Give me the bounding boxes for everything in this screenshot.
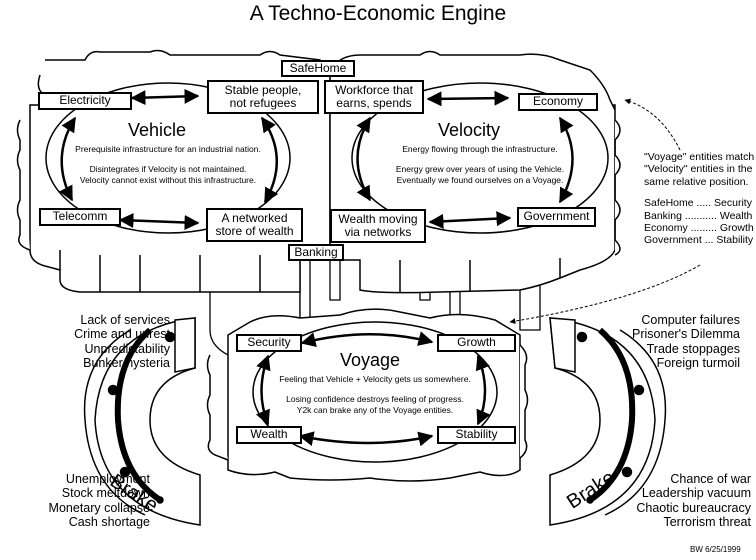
velocity-arrows	[356, 90, 574, 229]
left-top-item: Lack of services	[80, 313, 170, 327]
left-top-item: Unpredictability	[84, 341, 170, 356]
wealth-moving-line2: via networks	[344, 225, 412, 239]
voyage-line3: Y2k can brake any of the Voyage entities…	[296, 405, 454, 415]
government-label: Government	[523, 209, 590, 224]
note-map-economy: Economy ......... Growth	[644, 221, 754, 234]
left-bottom-item: Unemployment	[65, 472, 150, 486]
voyage-note: "Voyage" entities match "Velocity" entit…	[644, 151, 754, 247]
wealth-box: Wealth	[236, 426, 302, 444]
vehicle-line3: Velocity cannot exist without this infra…	[79, 175, 257, 185]
velocity-heading: Velocity	[438, 120, 501, 140]
vehicle-line1: Prerequisite infrastructure for an indus…	[75, 144, 261, 154]
velocity-line2: Energy grew over years of using the Vehi…	[395, 164, 565, 174]
signature: BW 6/25/1999	[690, 545, 741, 554]
left-bottom-item: Stock meltdown	[61, 486, 150, 501]
security-label: Security	[247, 335, 291, 350]
right-bottom-item: Chance of war	[670, 472, 751, 486]
right-top-list: Computer failures Prisoner's Dilemma Tra…	[590, 313, 740, 371]
electricity-box: Electricity	[38, 92, 132, 110]
stability-box: Stability	[437, 426, 516, 444]
wealth-moving-box: Wealth moving via networks	[330, 209, 426, 243]
stable-people-line2: not refugees	[229, 96, 297, 110]
security-box: Security	[236, 334, 302, 352]
note-line3: same relative position.	[644, 175, 749, 188]
left-top-item: Bunker hysteria	[83, 356, 170, 371]
left-bottom-item: Monetary collapse	[48, 500, 150, 515]
velocity-line1: Energy flowing through the infrastructur…	[402, 144, 558, 154]
note-map-banking: Banking ........... Wealth	[644, 209, 753, 222]
left-bottom-item: Cash shortage	[68, 515, 150, 530]
right-top-item: Prisoner's Dilemma	[632, 327, 740, 342]
right-bottom-item: Chaotic bureaucracy	[636, 500, 751, 515]
note-map-government: Government ... Stability	[644, 234, 754, 247]
left-top-item: Crime and unrest	[74, 327, 170, 342]
right-top-item: Computer failures	[641, 313, 740, 327]
right-brake	[549, 317, 667, 526]
electricity-label: Electricity	[59, 93, 111, 108]
velocity-line3: Eventually we found ourselves on a Voyag…	[396, 175, 564, 185]
economy-box: Economy	[518, 93, 598, 111]
vehicle-arrows	[59, 88, 279, 230]
voyage-line2: Losing confidence destroys feeling of pr…	[286, 394, 464, 404]
note-line1: "Voyage" entities match	[644, 151, 755, 163]
right-top-item: Foreign turmoil	[656, 356, 740, 371]
note-line2: "Velocity" entities in the	[644, 163, 753, 176]
page-title: A Techno-Economic Engine	[249, 2, 507, 25]
workforce-line2: earns, spends	[336, 96, 412, 110]
networked-store-box: A networked store of wealth	[206, 208, 303, 242]
workforce-box: Workforce that earns, spends	[324, 80, 424, 114]
telecomm-box: Telecomm	[39, 208, 121, 226]
wealth-moving-line1: Wealth moving	[338, 211, 418, 226]
banking-box: Banking	[288, 244, 344, 261]
right-top-item: Trade stoppages	[646, 341, 740, 356]
voyage-heading: Voyage	[340, 350, 401, 370]
left-bottom-list: Unemployment Stock meltdown Monetary col…	[0, 472, 150, 530]
voyage-line1: Feeling that Vehicle + Velocity gets us …	[279, 374, 471, 384]
growth-label: Growth	[457, 335, 496, 350]
left-top-list: Lack of services Crime and unrest Unpred…	[20, 313, 170, 371]
voyage-arrows	[255, 331, 491, 447]
safehome-label: SafeHome	[289, 60, 347, 75]
vehicle-line2: Disintegrates if Velocity is not maintai…	[89, 164, 247, 174]
vehicle-heading: Vehicle	[128, 120, 187, 140]
government-box: Government	[517, 207, 596, 227]
banking-label: Banking	[294, 244, 338, 259]
workforce-line1: Workforce that	[335, 82, 413, 97]
telecomm-label: Telecomm	[52, 209, 108, 224]
stability-label: Stability	[455, 427, 498, 442]
left-brake	[83, 317, 201, 526]
wealth-label: Wealth	[250, 427, 288, 442]
right-bottom-item: Terrorism threat	[663, 515, 751, 530]
economy-label: Economy	[532, 94, 584, 109]
right-bottom-item: Leadership vacuum	[641, 486, 751, 501]
right-bottom-list: Chance of war Leadership vacuum Chaotic …	[595, 472, 751, 530]
networked-store-line1: A networked	[221, 210, 288, 225]
safehome-box: SafeHome	[281, 60, 355, 77]
stable-people-line1: Stable people,	[224, 82, 302, 97]
growth-box: Growth	[437, 334, 516, 352]
stable-people-box: Stable people, not refugees	[207, 80, 319, 114]
networked-store-line2: store of wealth	[215, 224, 294, 238]
note-pointers	[509, 98, 701, 325]
note-map-safehome: SafeHome ..... Security	[644, 197, 752, 210]
